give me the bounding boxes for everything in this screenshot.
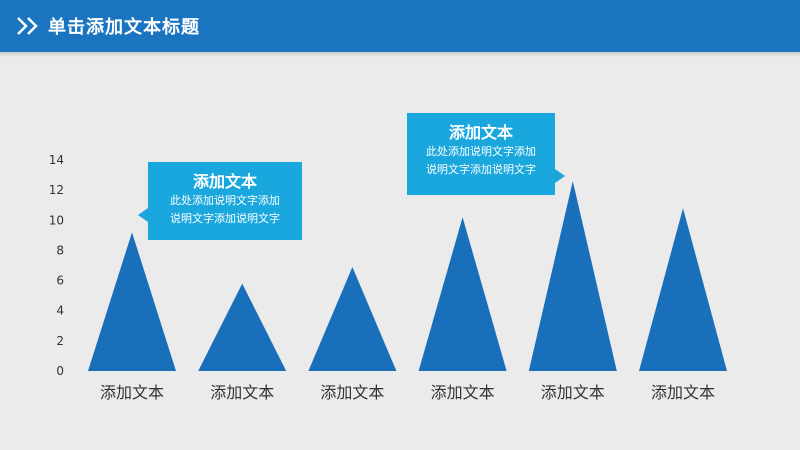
header-divider [0, 52, 800, 57]
callout-2-title: 添加文本 [448, 123, 513, 142]
y-tick-label-6: 12 [49, 183, 64, 197]
x-tick-label-2: 添加文本 [320, 383, 384, 402]
bar-1 [198, 283, 287, 371]
callout-2-line-2: 说明文字添加说明文字 [426, 163, 536, 176]
x-tick-label-4: 添加文本 [541, 383, 605, 402]
y-tick-label-0: 0 [56, 364, 64, 378]
callout-1: 添加文本 此处添加说明文字添加 说明文字添加说明文字 [138, 162, 302, 240]
x-tick-label-1: 添加文本 [210, 383, 274, 402]
callout-1-line-1: 此处添加说明文字添加 [170, 194, 280, 207]
x-tick-label-3: 添加文本 [431, 383, 495, 402]
callout-2-pointer [555, 169, 565, 183]
y-tick-label-5: 10 [49, 213, 64, 227]
y-tick-label-7: 14 [49, 153, 64, 167]
callout-1-line-2: 说明文字添加说明文字 [170, 212, 280, 225]
bar-3 [418, 217, 507, 371]
double-chevron-right-icon [17, 17, 38, 35]
y-tick-label-4: 8 [56, 243, 64, 257]
callout-1-pointer [138, 208, 148, 222]
page-title: 单击添加文本标题 [48, 17, 200, 38]
x-tick-label-5: 添加文本 [651, 383, 715, 402]
callout-2: 添加文本 此处添加说明文字添加 说明文字添加说明文字 [407, 113, 565, 195]
y-tick-label-2: 4 [56, 304, 64, 318]
bar-0 [88, 232, 176, 371]
callout-1-title: 添加文本 [192, 172, 257, 191]
x-tick-label-0: 添加文本 [100, 383, 164, 402]
bar-2 [308, 267, 397, 371]
y-tick-label-1: 2 [56, 334, 64, 348]
callout-2-line-1: 此处添加说明文字添加 [426, 145, 536, 158]
bar-5 [639, 208, 727, 371]
header-bar: 单击添加文本标题 [0, 0, 800, 52]
y-tick-label-3: 6 [56, 274, 64, 288]
bar-4 [528, 181, 617, 371]
